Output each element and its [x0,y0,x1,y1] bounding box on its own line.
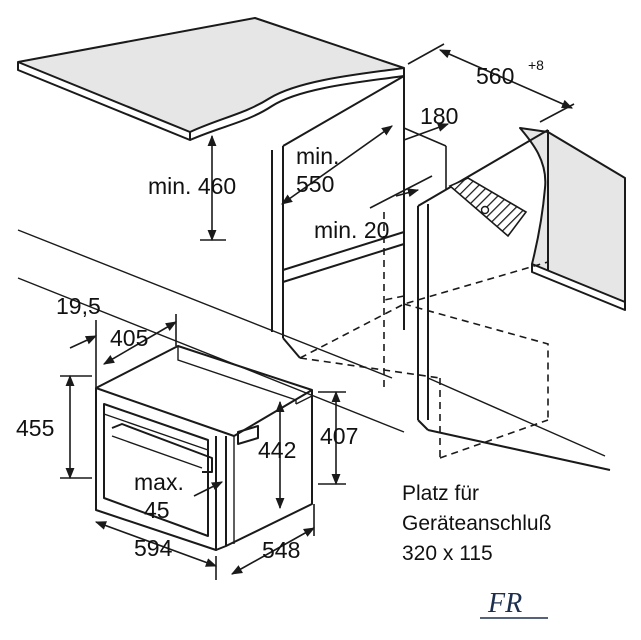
inner-depth-label: 405 [110,325,148,351]
connection-zone [448,177,528,238]
min-depth-label-line2: 550 [296,171,334,197]
brand-logo: FR [480,588,548,619]
brand-logo-text: FR [487,588,522,619]
device-width-label: 594 [134,535,173,561]
connection-note-line1: Platz für [402,482,479,505]
niche-width-tolerance-label: +8 [528,57,544,73]
connection-note-line2: Geräteanschluß [402,512,551,535]
countertop-right [519,127,626,311]
device-height-label: 455 [16,415,54,441]
min-gap-label: min. 20 [314,217,389,243]
max-label-line1: max. [134,469,184,495]
min-height-above-label: min. 460 [148,173,236,199]
min-depth-label-line1: min. [296,143,339,169]
connection-note-line3: 320 x 115 [402,542,493,565]
front-offset-label: 19,5 [56,293,101,319]
countertop-left [17,17,405,141]
niche-dashed-outline [299,200,549,459]
niche-width-label: 560 [476,63,514,89]
connection-offset-label: 180 [420,103,458,129]
max-label-line2: 45 [144,497,170,523]
device-depth-label: 548 [262,537,300,563]
oven-appliance [95,345,313,551]
dimension-lines [60,43,575,580]
cabinet-right-panel [417,129,611,471]
body-height-label: 407 [320,423,358,449]
inner-height-label: 442 [258,437,296,463]
